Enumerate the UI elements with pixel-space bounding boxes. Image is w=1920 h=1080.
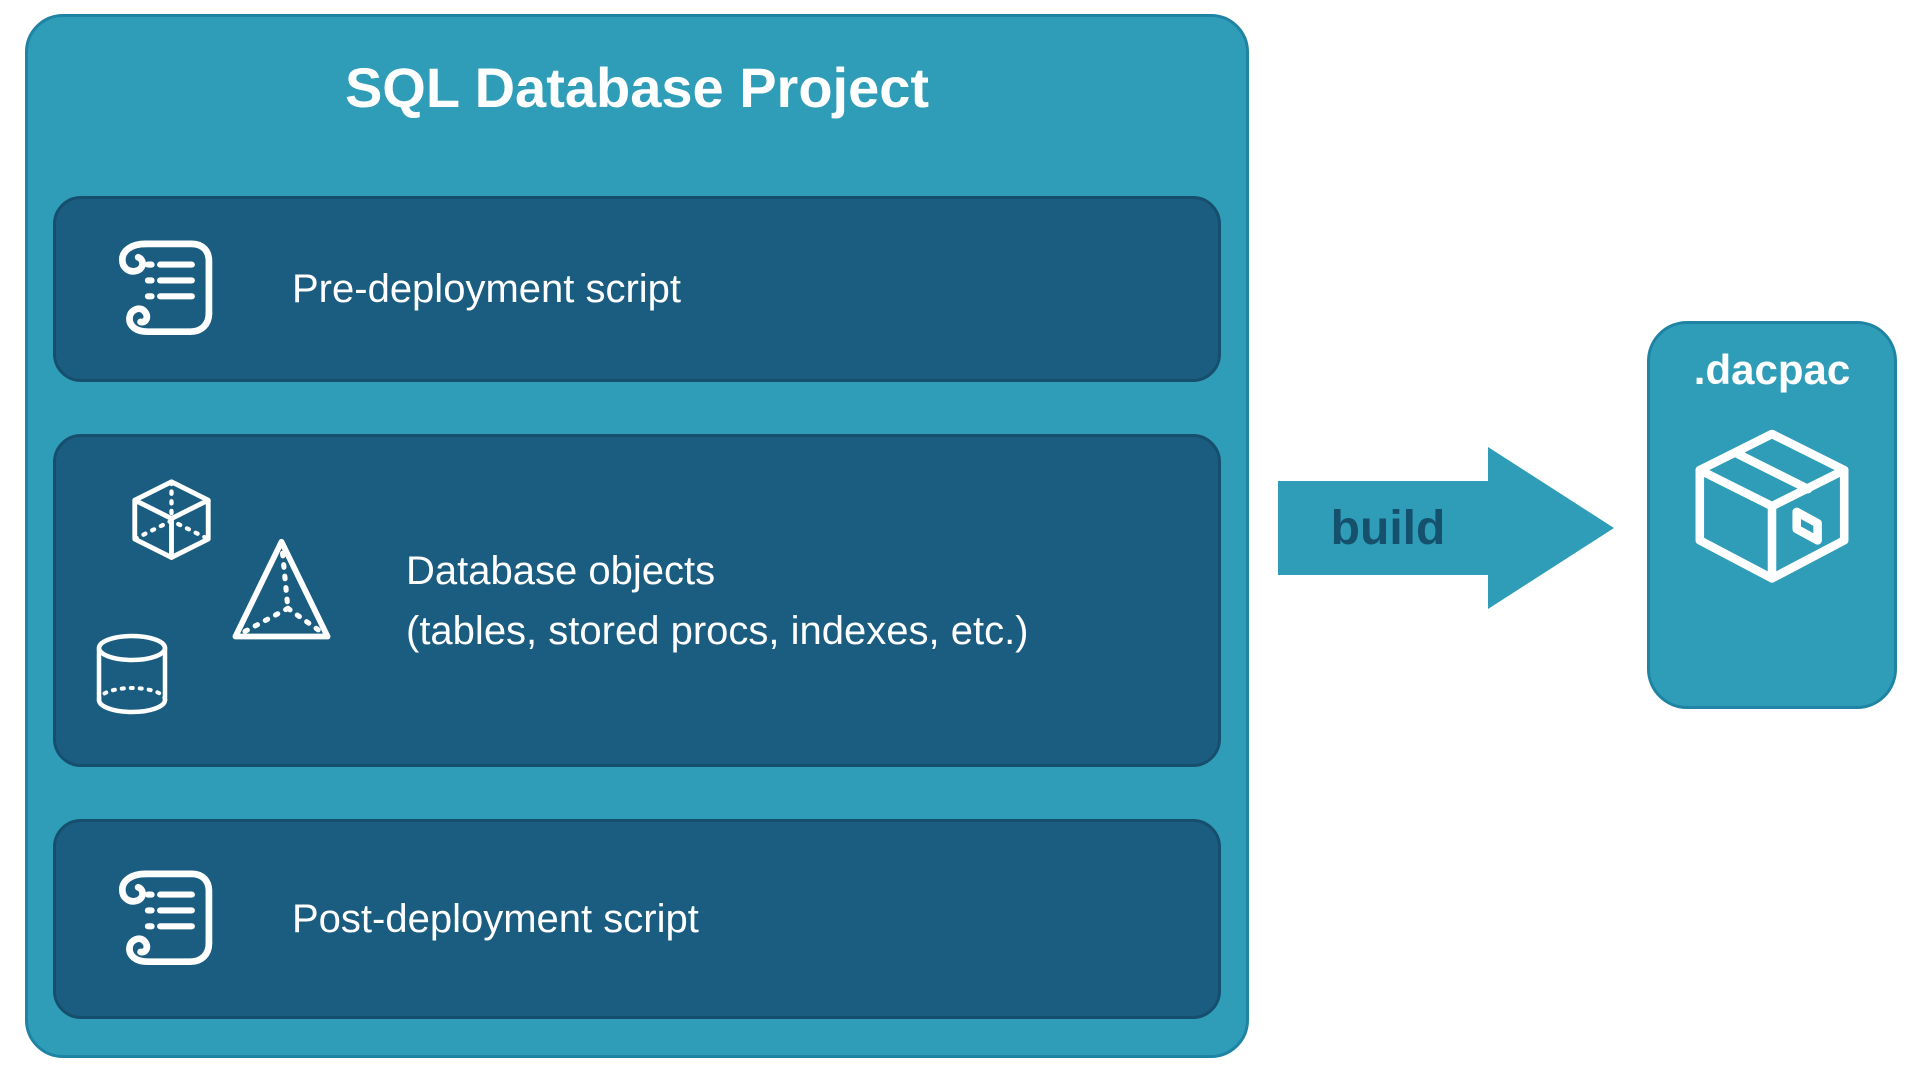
build-arrow: build: [1278, 443, 1618, 613]
database-objects-box: Database objects (tables, stored procs, …: [53, 434, 1221, 767]
database-objects-label: Database objects (tables, stored procs, …: [406, 541, 1029, 661]
post-deployment-row: Post-deployment script: [56, 822, 1218, 1016]
post-deployment-box: Post-deployment script: [53, 819, 1221, 1019]
database-objects-line2: (tables, stored procs, indexes, etc.): [406, 608, 1029, 653]
cylinder-icon: [82, 617, 182, 735]
pyramid-icon: [214, 529, 349, 657]
pre-deployment-row: Pre-deployment script: [56, 199, 1218, 379]
scroll-icon: [104, 856, 226, 982]
pre-deployment-label: Pre-deployment script: [292, 266, 682, 311]
package-icon: [1677, 410, 1867, 610]
post-deployment-label: Post-deployment script: [292, 896, 699, 941]
build-label: build: [1330, 501, 1446, 555]
pre-deployment-box: Pre-deployment script: [53, 196, 1221, 382]
scroll-icon: [104, 226, 226, 352]
database-objects-line1: Database objects: [406, 548, 716, 593]
dacpac-box: .dacpac: [1647, 321, 1897, 709]
cube-icon: [114, 471, 229, 579]
dacpac-label: .dacpac: [1693, 346, 1851, 393]
sql-database-project-container: SQL Database Project: [25, 14, 1249, 1058]
arrow-shape: [1278, 447, 1614, 609]
project-title: SQL Database Project: [344, 56, 930, 119]
